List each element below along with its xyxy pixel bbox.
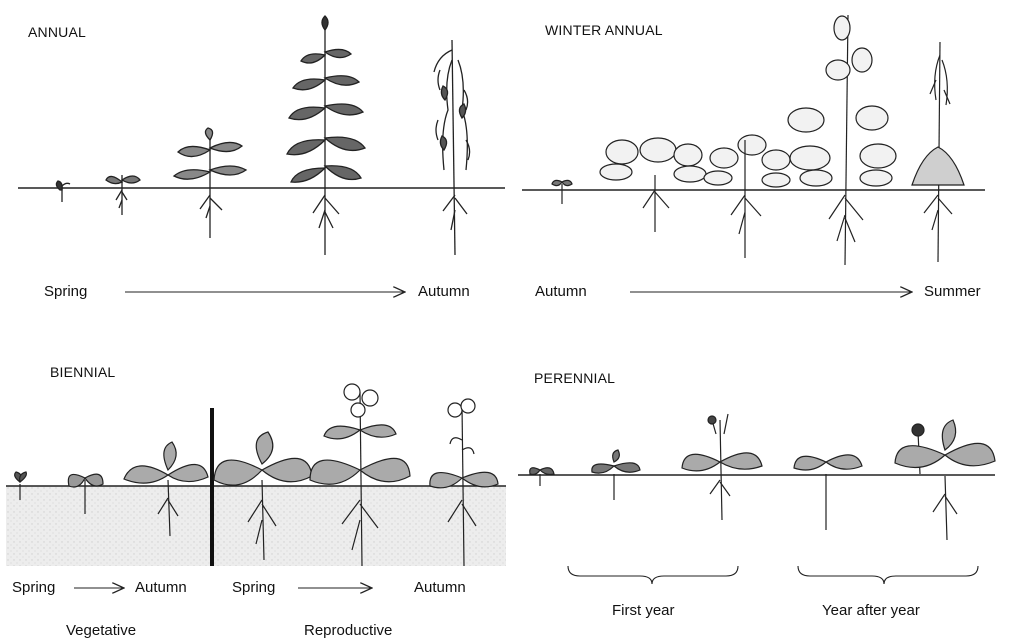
annual-plant-stage-3 xyxy=(174,128,246,238)
biennial-title: BIENNIAL xyxy=(50,364,115,380)
perennial-period-first-year: First year xyxy=(612,602,675,619)
winter-annual-panel xyxy=(522,15,985,292)
biennial-panel xyxy=(6,384,506,588)
winter-annual-title: WINTER ANNUAL xyxy=(545,22,663,38)
perennial-period-year-after-year: Year after year xyxy=(822,602,920,619)
perennial-brace-first-year xyxy=(568,566,738,584)
biennial-phase-vegetative: Vegetative xyxy=(66,622,136,639)
annual-plant-stage-4 xyxy=(287,16,365,255)
perennial-plant-stage-4 xyxy=(794,455,862,530)
annual-end-label: Autumn xyxy=(418,283,470,300)
perennial-brace-year-after-year xyxy=(798,566,978,584)
winter-annual-plant-stage-5 xyxy=(912,42,964,262)
biennial-soil xyxy=(6,486,506,566)
winter-annual-end-label: Summer xyxy=(924,283,981,300)
biennial-year-1-start-label: Spring xyxy=(12,579,55,596)
annual-title: ANNUAL xyxy=(28,24,86,40)
winter-annual-plant-stage-2 xyxy=(600,138,706,232)
perennial-title: PERENNIAL xyxy=(534,370,615,386)
biennial-year-2-end-label: Autumn xyxy=(414,579,466,596)
winter-annual-plant-stage-4 xyxy=(788,15,896,265)
biennial-year-2-start-label: Spring xyxy=(232,579,275,596)
perennial-plant-stage-5 xyxy=(895,420,995,540)
perennial-plant-stage-3 xyxy=(682,414,762,520)
winter-annual-plant-stage-3 xyxy=(704,135,790,258)
winter-annual-start-label: Autumn xyxy=(535,283,587,300)
winter-annual-plant-stage-1 xyxy=(552,180,572,204)
annual-plant-stage-1 xyxy=(56,181,70,202)
annual-start-label: Spring xyxy=(44,283,87,300)
perennial-plant-stage-1 xyxy=(530,468,554,486)
annual-panel xyxy=(18,16,505,292)
biennial-phase-reproductive: Reproductive xyxy=(304,622,392,639)
annual-plant-stage-5 xyxy=(434,40,470,255)
perennial-panel xyxy=(518,414,995,584)
annual-plant-stage-2 xyxy=(106,175,140,215)
biennial-year-1-end-label: Autumn xyxy=(135,579,187,596)
